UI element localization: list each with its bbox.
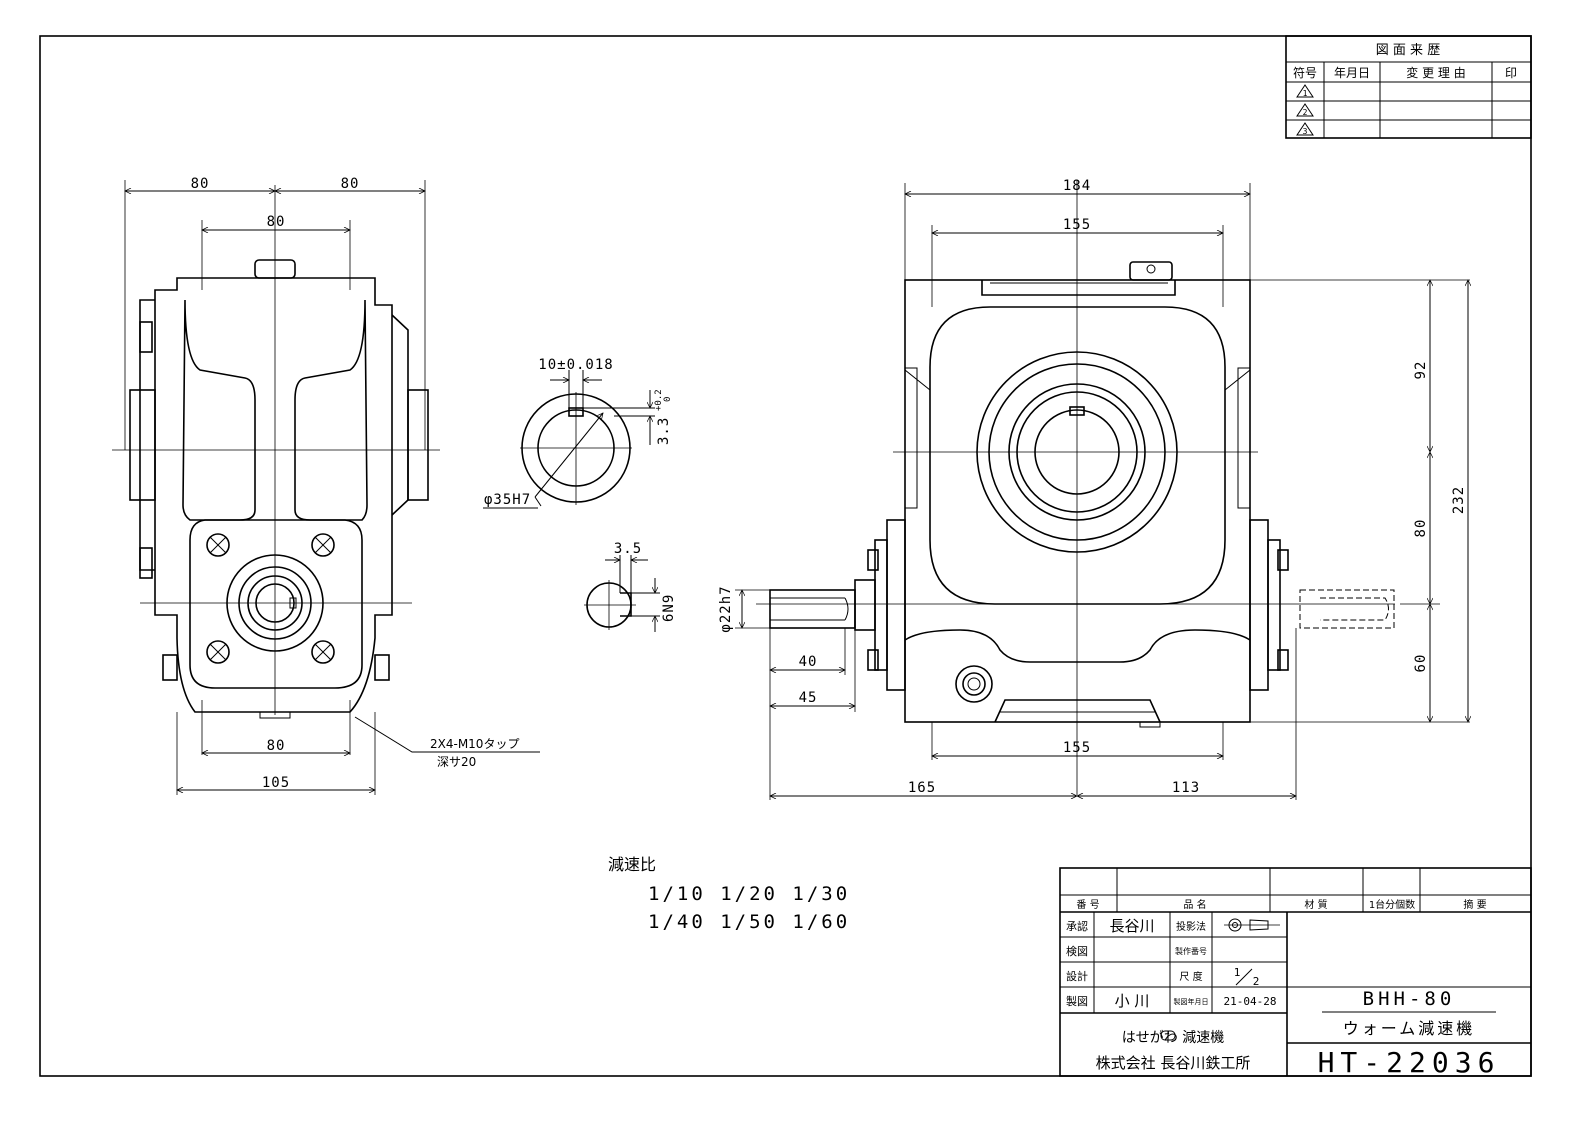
- revision-table: 図 面 来 歴 符号 年月日 変 更 理 由 印 1 2 3: [1285, 35, 1532, 139]
- revision-header-symbol: 符号: [1293, 65, 1317, 80]
- part-number-label: 製作番号: [1175, 946, 1207, 956]
- draw-name: 小 川: [1115, 992, 1150, 1010]
- scale-label: 尺 度: [1179, 970, 1202, 983]
- dim-92: 92: [1413, 361, 1429, 380]
- draw-label: 製図: [1066, 994, 1088, 1008]
- revision-triangle-2: 2: [1296, 103, 1314, 117]
- svg-text:2: 2: [1253, 975, 1260, 988]
- company-name: 株式会社 長谷川鉄工所: [1096, 1054, 1251, 1072]
- dim-80-vert: 80: [1413, 519, 1429, 538]
- bore-detail: 10±0.018 3.3 +0.2 0 φ35H7: [483, 357, 673, 509]
- hdr-material: 材 質: [1304, 898, 1327, 911]
- scale-value: 1 2: [1234, 966, 1260, 988]
- design-label: 設計: [1066, 969, 1088, 983]
- small-width-dim: 3.5: [614, 541, 642, 557]
- shaft-dia-dim: φ22h7: [718, 585, 734, 632]
- key-depth-dim: 3.3: [656, 417, 672, 445]
- revision-header-seal: 印: [1505, 66, 1517, 80]
- svg-text:3: 3: [1303, 127, 1308, 136]
- company-brand: はせがわ 減速機: [1122, 1029, 1224, 1046]
- revision-header-reason: 変 更 理 由: [1406, 65, 1465, 80]
- small-key-dim: 6N9: [661, 594, 677, 622]
- hdr-part-name: 品 名: [1183, 898, 1206, 911]
- dim-165: 165: [908, 780, 936, 796]
- tap-note: 2X4-M10タップ: [430, 737, 519, 751]
- brand-logo-icon: [1160, 1030, 1176, 1041]
- drawing-date: 21-04-28: [1224, 995, 1277, 1008]
- revision-title: 図 面 来 歴: [1376, 43, 1440, 58]
- hdr-number: 番 号: [1076, 899, 1099, 911]
- dim-155-bottom: 155: [1063, 740, 1091, 756]
- dim-184: 184: [1063, 178, 1091, 194]
- model-name: BHH-80: [1363, 988, 1456, 1010]
- bore-dia-dim: φ35H7: [484, 492, 531, 508]
- projection-symbol-icon: [1224, 918, 1280, 932]
- drawing-number: HT-22036: [1318, 1046, 1501, 1079]
- dim-left-80a: 80: [191, 176, 210, 192]
- dim-113: 113: [1172, 780, 1200, 796]
- dim-60: 60: [1413, 654, 1429, 673]
- projection-label: 投影法: [1176, 920, 1206, 933]
- ratio-line-2: 1/40 1/50 1/60: [648, 911, 850, 933]
- key-width-dim: 10±0.018: [538, 357, 613, 373]
- title-block: 番 号 品 名 材 質 1台分個数 摘 要 承認 長谷川 投影法 検図 製作番号…: [1059, 867, 1532, 1079]
- check-label: 検図: [1066, 944, 1088, 958]
- ratio-heading: 減速比: [608, 855, 656, 874]
- approve-label: 承認: [1066, 919, 1088, 933]
- svg-text:2: 2: [1303, 108, 1308, 117]
- shaft-section-detail: 3.5 6N9: [584, 541, 677, 632]
- key-tol-lower: 0: [663, 397, 673, 402]
- dim-40: 40: [799, 654, 818, 670]
- svg-text:1: 1: [1234, 966, 1241, 979]
- left-view: 80 80 80 80 105 2X4-M10タップ 深サ20: [112, 176, 540, 795]
- dim-232: 232: [1451, 486, 1467, 514]
- hdr-quantity: 1台分個数: [1369, 898, 1415, 911]
- dim-left-80c: 80: [267, 214, 286, 230]
- key-tol-upper: +0.2: [654, 389, 664, 411]
- tap-depth-note: 深サ20: [437, 755, 476, 769]
- revision-header-date: 年月日: [1334, 66, 1370, 80]
- hdr-remarks: 摘 要: [1463, 898, 1486, 911]
- reduction-ratios: 減速比 1/10 1/20 1/30 1/40 1/50 1/60: [608, 855, 850, 933]
- right-view: 184 155 92 80 60 232 φ22h7 40 45 155: [718, 178, 1470, 800]
- date-label: 製図年月日: [1174, 997, 1209, 1006]
- revision-triangle-1: 1: [1296, 84, 1314, 98]
- dim-left-105: 105: [262, 775, 290, 791]
- dim-45: 45: [799, 690, 818, 706]
- dim-left-80b: 80: [341, 176, 360, 192]
- ratio-line-1: 1/10 1/20 1/30: [648, 883, 850, 905]
- approve-name: 長谷川: [1109, 917, 1154, 935]
- svg-text:1: 1: [1303, 89, 1308, 98]
- dim-155-top: 155: [1063, 217, 1091, 233]
- product-name: ウォーム減速機: [1343, 1019, 1476, 1038]
- revision-triangle-3: 3: [1296, 122, 1314, 136]
- dim-left-80d: 80: [267, 738, 286, 754]
- sheet-border: [39, 35, 1532, 1077]
